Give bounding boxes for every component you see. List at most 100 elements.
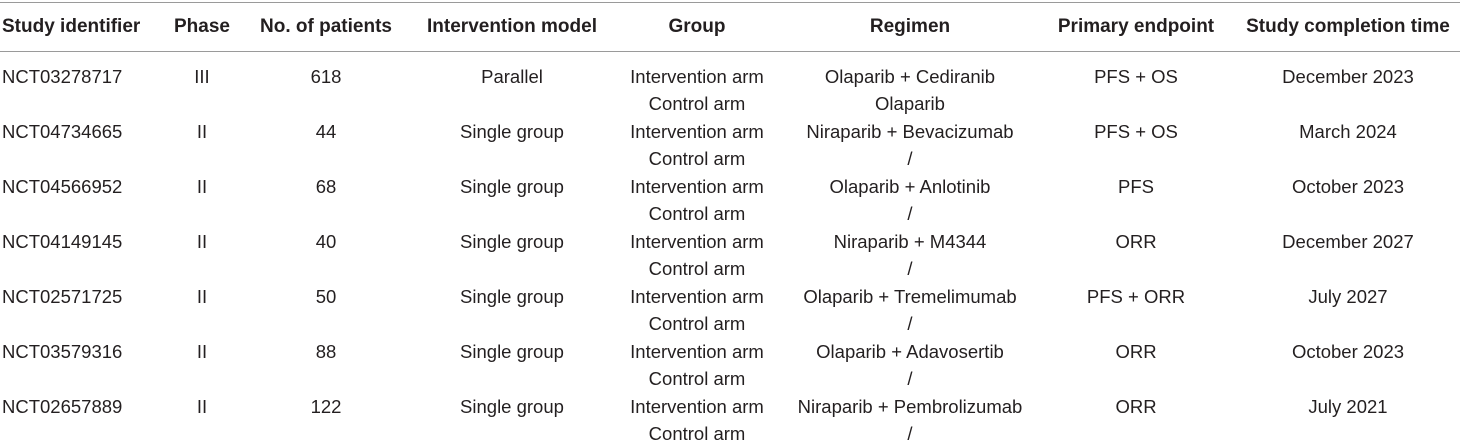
cell-study-identifier: NCT03579316 — [2, 341, 123, 362]
cell-intervention-model: Single group — [460, 286, 564, 307]
regimen-intervention: Niraparib + Pembrolizumab — [797, 396, 1023, 417]
cell-study-completion-time: July 2027 — [1308, 286, 1388, 307]
regimen-intervention: Niraparib + M4344 — [833, 231, 987, 252]
cell-study-identifier: NCT04149145 — [2, 231, 123, 252]
cell-study-completion-time: October 2023 — [1291, 176, 1405, 197]
cell-primary-endpoint: ORR — [1115, 341, 1157, 362]
cell-study-completion-time: December 2027 — [1282, 231, 1414, 252]
regimen-control: / — [907, 313, 913, 334]
table-row: NCT02571725 II 50 Single group Intervent… — [0, 272, 1460, 334]
cell-primary-endpoint: PFS + ORR — [1086, 286, 1186, 307]
cell-phase: II — [196, 121, 208, 142]
cell-primary-endpoint: ORR — [1115, 231, 1157, 252]
group-control-arm: Control arm — [648, 258, 746, 279]
regimen-intervention: Olaparib + Cediranib — [824, 66, 996, 87]
header-no-of-patients: No. of patients — [260, 16, 392, 37]
cell-regimen: Niraparib + Bevacizumab / — [784, 118, 1036, 172]
cell-primary-endpoint: PFS + OS — [1094, 121, 1178, 142]
cell-study-completion-time: December 2023 — [1282, 66, 1414, 87]
cell-phase: II — [196, 286, 208, 307]
regimen-intervention: Olaparib + Adavosertib — [816, 341, 1004, 362]
cell-primary-endpoint: PFS — [1118, 176, 1154, 197]
cell-study-identifier: NCT04734665 — [2, 121, 123, 142]
cell-regimen: Olaparib + Anlotinib / — [784, 173, 1036, 227]
regimen-control: Olaparib — [875, 93, 945, 114]
table-header-row: Study identifier Phase No. of patients I… — [0, 3, 1460, 51]
header-intervention-model: Intervention model — [427, 16, 597, 37]
group-intervention-arm: Intervention arm — [630, 396, 764, 417]
group-control-arm: Control arm — [648, 313, 746, 334]
cell-no-of-patients: 44 — [315, 121, 337, 142]
regimen-intervention: Olaparib + Tremelimumab — [803, 286, 1017, 307]
cell-phase: III — [194, 66, 210, 87]
cell-primary-endpoint: ORR — [1115, 396, 1157, 417]
cell-group: Intervention arm Control arm — [617, 228, 777, 282]
table-header-rule — [0, 51, 1460, 52]
cell-phase: II — [196, 396, 208, 417]
cell-group: Intervention arm Control arm — [617, 338, 777, 392]
cell-no-of-patients: 88 — [315, 341, 337, 362]
regimen-intervention: Niraparib + Bevacizumab — [806, 121, 1014, 142]
cell-no-of-patients: 68 — [315, 176, 337, 197]
cell-intervention-model: Single group — [460, 121, 564, 142]
cell-study-completion-time: July 2021 — [1308, 396, 1388, 417]
table-row: NCT04566952 II 68 Single group Intervent… — [0, 162, 1460, 224]
regimen-control: / — [907, 148, 913, 169]
group-control-arm: Control arm — [648, 148, 746, 169]
cell-intervention-model: Single group — [460, 341, 564, 362]
cell-regimen: Olaparib + Tremelimumab / — [784, 283, 1036, 337]
regimen-control: / — [907, 203, 913, 224]
table-row: NCT04734665 II 44 Single group Intervent… — [0, 107, 1460, 169]
cell-study-identifier: NCT02657889 — [2, 396, 123, 417]
cell-group: Intervention arm Control arm — [617, 393, 777, 447]
cell-intervention-model: Parallel — [481, 66, 543, 87]
group-intervention-arm: Intervention arm — [630, 341, 764, 362]
header-primary-endpoint: Primary endpoint — [1057, 16, 1215, 37]
cell-study-completion-time: October 2023 — [1291, 341, 1405, 362]
group-control-arm: Control arm — [648, 368, 746, 389]
cell-group: Intervention arm Control arm — [617, 63, 777, 117]
cell-no-of-patients: 50 — [315, 286, 337, 307]
group-control-arm: Control arm — [648, 93, 746, 114]
table-body: NCT03278717 III 618 Parallel Interventio… — [0, 52, 1460, 444]
group-intervention-arm: Intervention arm — [630, 176, 764, 197]
table-row: NCT03278717 III 618 Parallel Interventio… — [0, 52, 1460, 114]
regimen-intervention: Olaparib + Anlotinib — [829, 176, 991, 197]
group-control-arm: Control arm — [648, 423, 746, 444]
cell-study-completion-time: March 2024 — [1299, 121, 1397, 142]
regimen-control: / — [907, 423, 913, 444]
cell-group: Intervention arm Control arm — [617, 283, 777, 337]
table-row: NCT04149145 II 40 Single group Intervent… — [0, 217, 1460, 279]
cell-no-of-patients: 122 — [310, 396, 342, 417]
cell-intervention-model: Single group — [460, 396, 564, 417]
regimen-control: / — [907, 368, 913, 389]
regimen-control: / — [907, 258, 913, 279]
cell-group: Intervention arm Control arm — [617, 173, 777, 227]
cell-intervention-model: Single group — [460, 231, 564, 252]
cell-regimen: Olaparib + Adavosertib / — [784, 338, 1036, 392]
cell-primary-endpoint: PFS + OS — [1094, 66, 1178, 87]
cell-study-identifier: NCT04566952 — [2, 176, 123, 197]
cell-group: Intervention arm Control arm — [617, 118, 777, 172]
group-control-arm: Control arm — [648, 203, 746, 224]
header-group: Group — [668, 16, 726, 37]
cell-no-of-patients: 40 — [315, 231, 337, 252]
cell-phase: II — [196, 231, 208, 252]
table-row: NCT02657889 II 122 Single group Interven… — [0, 382, 1460, 444]
header-study-completion-time: Study completion time — [1246, 16, 1450, 37]
cell-study-identifier: NCT02571725 — [2, 286, 123, 307]
cell-no-of-patients: 618 — [310, 66, 342, 87]
header-regimen: Regimen — [869, 16, 951, 37]
cell-intervention-model: Single group — [460, 176, 564, 197]
cell-regimen: Olaparib + Cediranib Olaparib — [784, 63, 1036, 117]
group-intervention-arm: Intervention arm — [630, 121, 764, 142]
header-study-identifier: Study identifier — [2, 16, 141, 37]
header-phase: Phase — [174, 16, 230, 37]
cell-study-identifier: NCT03278717 — [2, 66, 123, 87]
table-top-rule — [0, 2, 1460, 3]
cell-phase: II — [196, 176, 208, 197]
group-intervention-arm: Intervention arm — [630, 231, 764, 252]
cell-phase: II — [196, 341, 208, 362]
group-intervention-arm: Intervention arm — [630, 286, 764, 307]
